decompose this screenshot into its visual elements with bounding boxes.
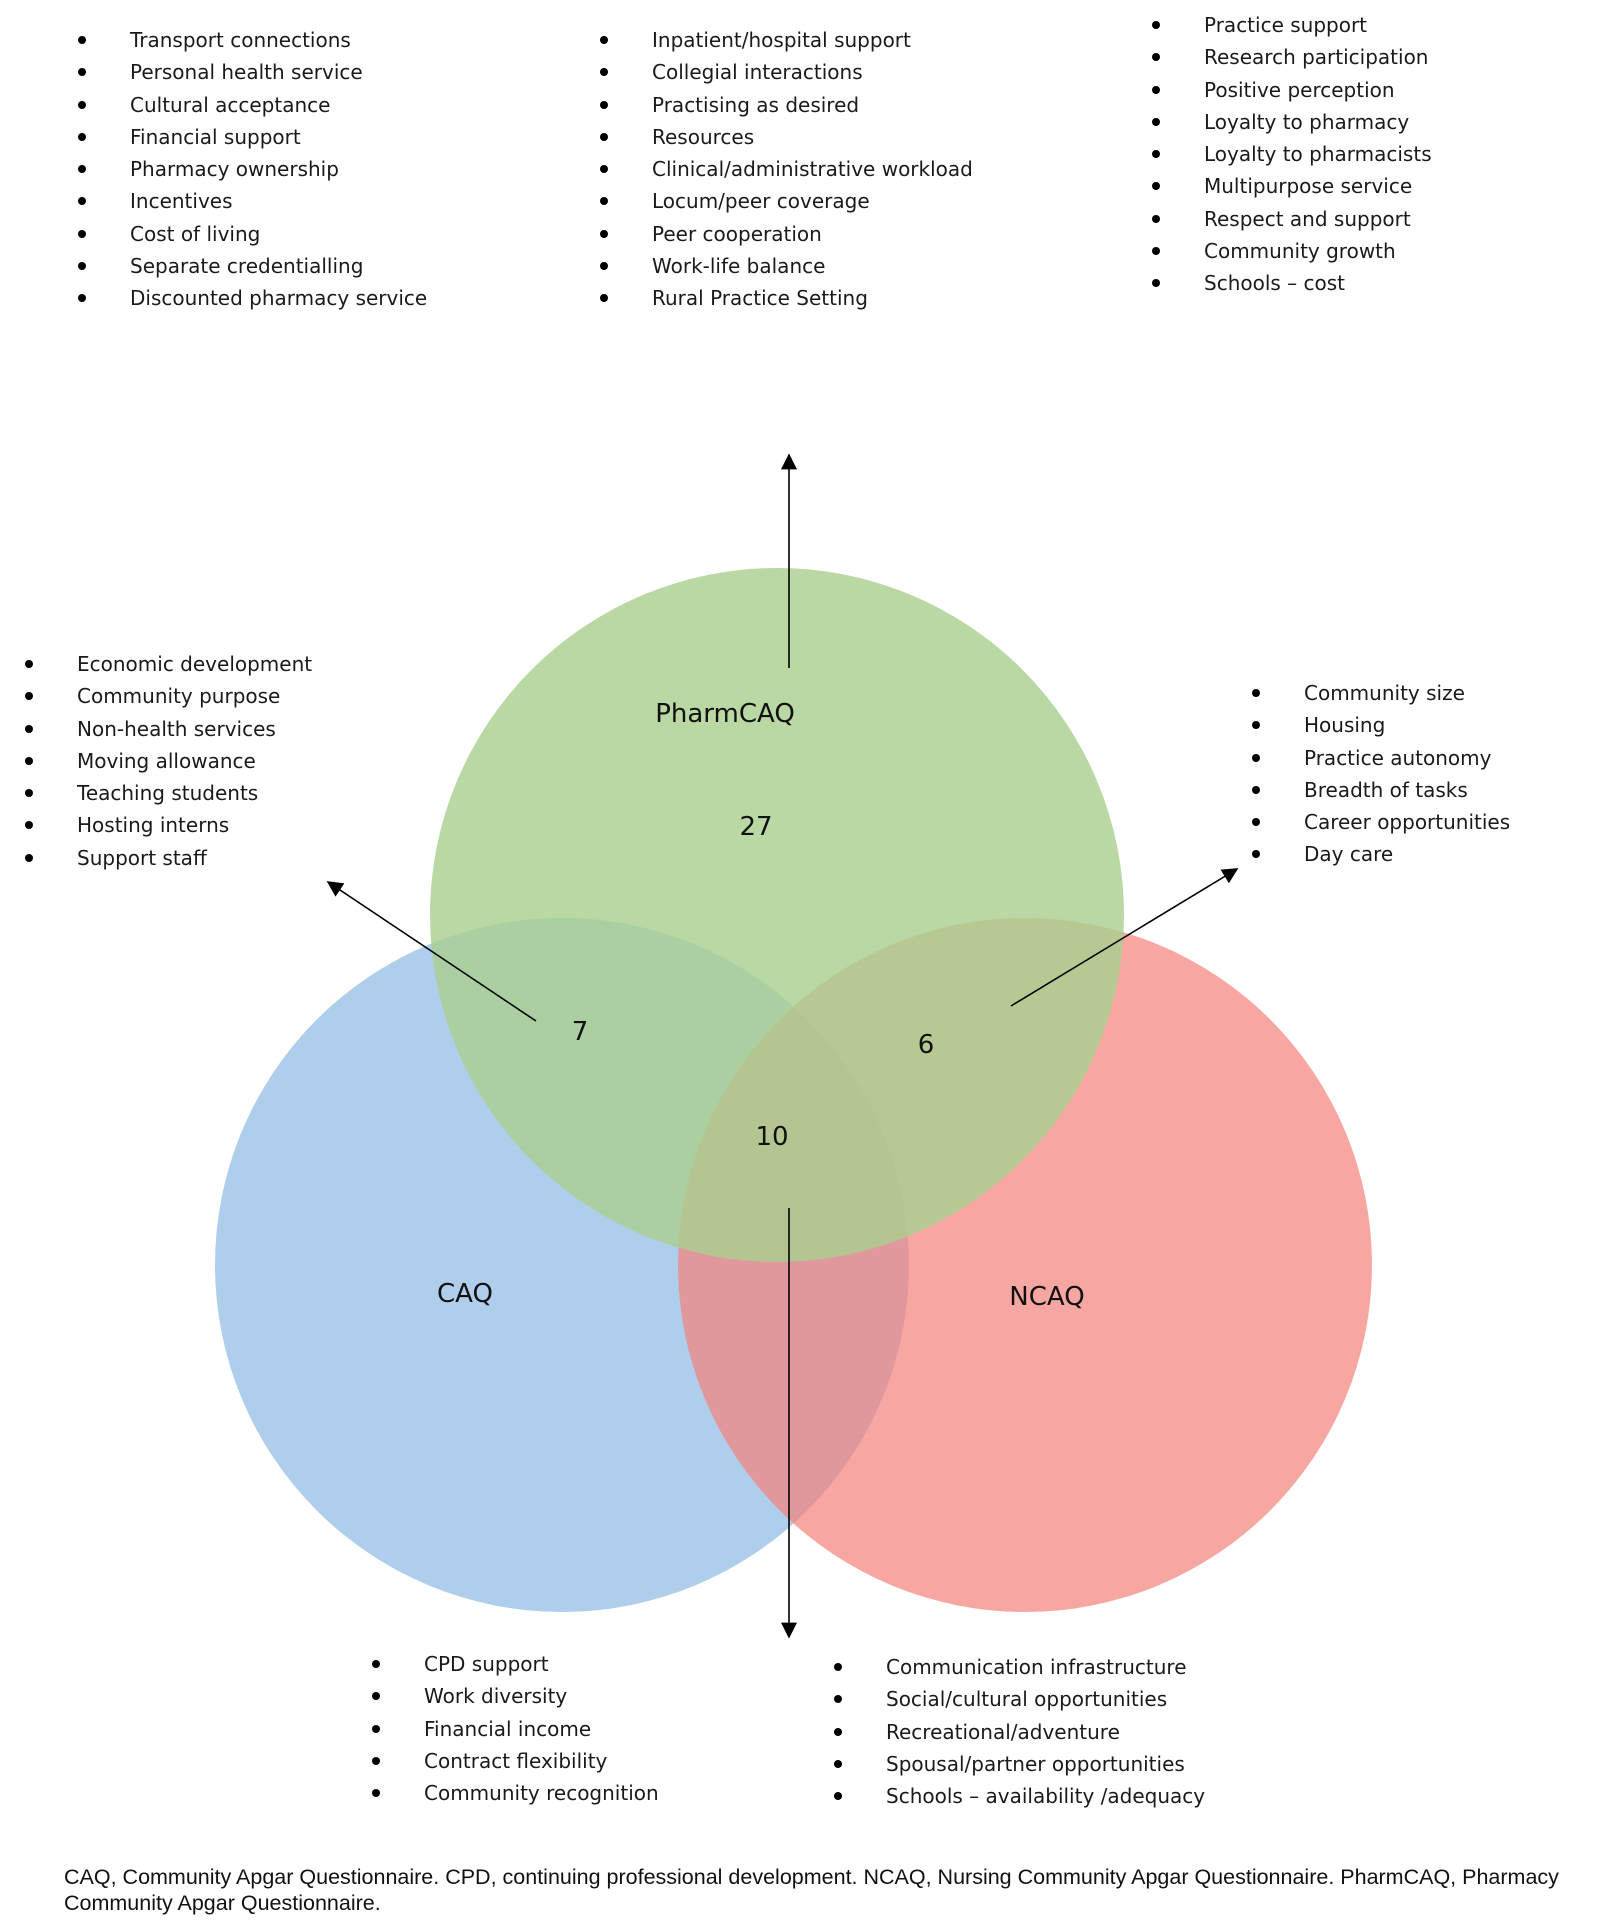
count-pharmcaq-ncaq: 6 [918,1030,935,1060]
list-item: Economic development [25,648,312,680]
list-item: Day care [1252,838,1510,870]
list-item: Loyalty to pharmacy [1152,106,1432,138]
list-item: Peer cooperation [600,218,973,250]
list-item: Spousal/partner opportunities [834,1748,1205,1780]
list-item: Schools – availability /adequacy [834,1780,1205,1812]
list-item: Support staff [25,842,312,874]
list-item: Practice autonomy [1252,742,1510,774]
list-item: Non-health services [25,713,312,745]
list-item: Loyalty to pharmacists [1152,138,1432,170]
list-item: Cultural acceptance [78,89,427,121]
list-item: Clinical/administrative workload [600,153,973,185]
list-item: Community size [1252,677,1510,709]
list-item: Financial income [372,1713,659,1745]
list-item: Financial support [78,121,427,153]
count-pharmcaq-only: 27 [739,812,772,842]
list-item: Career opportunities [1252,806,1510,838]
list-item: Inpatient/hospital support [600,24,973,56]
list-item: Locum/peer coverage [600,185,973,217]
list-item: Discounted pharmacy service [78,282,427,314]
list-item: Respect and support [1152,203,1432,235]
arrow-upper-right [1010,868,1239,1007]
list-item: Housing [1252,709,1510,741]
list-item: Separate credentialling [78,250,427,282]
list-item: Rural Practice Setting [600,282,973,314]
pharmcaq-label: PharmCAQ [655,699,795,729]
list-item: Community purpose [25,680,312,712]
list-item: Transport connections [78,24,427,56]
list-item: Resources [600,121,973,153]
list-item: Multipurpose service [1152,170,1432,202]
list-item: Community growth [1152,235,1432,267]
list-item: Community recognition [372,1777,659,1809]
list-item: Communication infrastructure [834,1651,1205,1683]
list-item: Teaching students [25,777,312,809]
list-item: Incentives [78,185,427,217]
list-item: Hosting interns [25,809,312,841]
list-item: Practising as desired [600,89,973,121]
list-item: Practice support [1152,9,1432,41]
list-item: Work diversity [372,1680,659,1712]
count-all-three: 10 [755,1122,788,1152]
list-item: Contract flexibility [372,1745,659,1777]
ncaq-label: NCAQ [1009,1282,1084,1312]
list-item: Work-life balance [600,250,973,282]
list-item: Recreational/adventure [834,1716,1205,1748]
pharmcaq-circle [430,568,1124,1262]
list-item: Personal health service [78,56,427,88]
count-pharmcaq-caq: 7 [572,1017,589,1047]
list-item: Schools – cost [1152,267,1432,299]
list-item: Positive perception [1152,74,1432,106]
list-item: Research participation [1152,41,1432,73]
list-item: CPD support [372,1648,659,1680]
list-item: Social/cultural opportunities [834,1683,1205,1715]
list-item: Breadth of tasks [1252,774,1510,806]
arrow-upper-left [326,881,537,1022]
list-item: Moving allowance [25,745,312,777]
list-item: Collegial interactions [600,56,973,88]
caq-label: CAQ [437,1279,493,1309]
list-item: Cost of living [78,218,427,250]
figure-caption: CAQ, Community Apgar Questionnaire. CPD,… [64,1865,1559,1915]
list-item: Pharmacy ownership [78,153,427,185]
